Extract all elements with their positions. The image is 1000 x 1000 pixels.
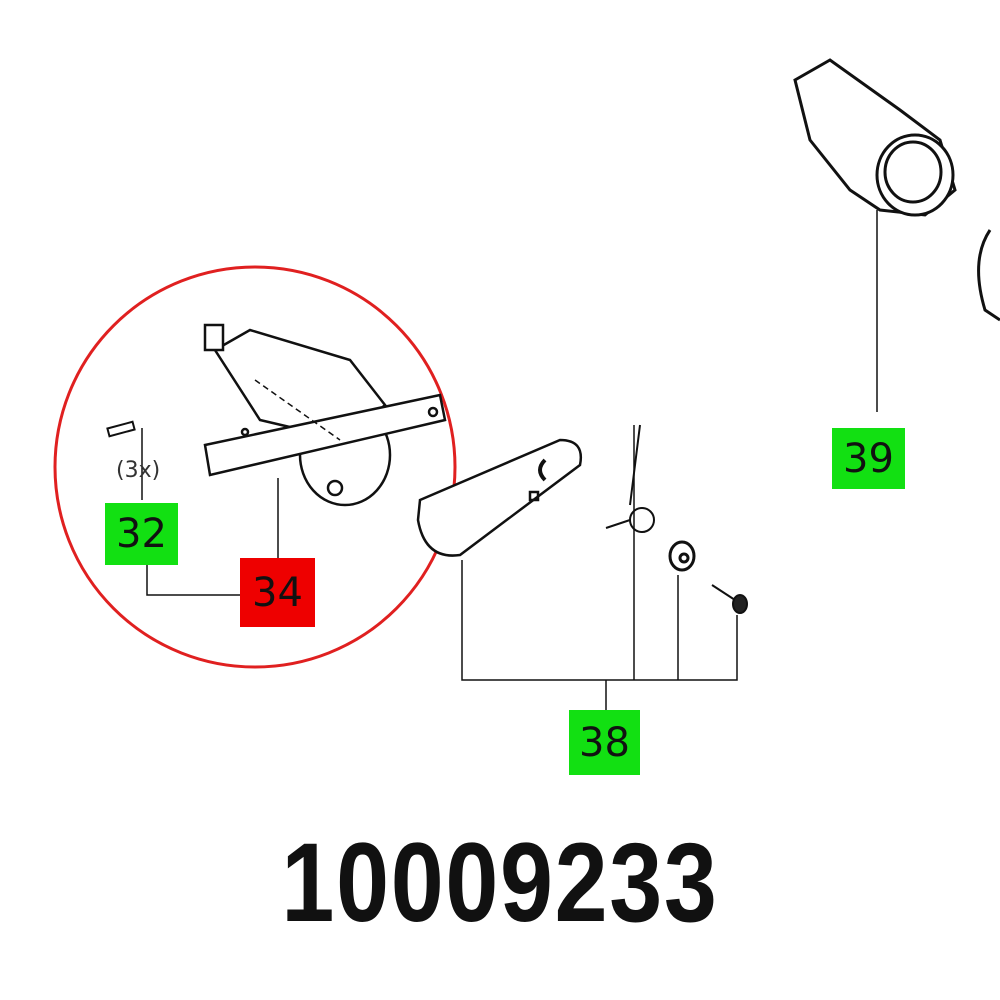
part-label-39[interactable]: 39 <box>832 428 905 489</box>
pin-part-32 <box>106 420 136 438</box>
part-label-32[interactable]: 32 <box>105 503 178 565</box>
quantity-note: (3x) <box>116 458 161 483</box>
part-label-34[interactable]: 34 <box>240 558 315 627</box>
part-number: 10009233 <box>281 820 719 945</box>
screw-part-38 <box>711 584 748 614</box>
bushing-part-38 <box>668 540 696 572</box>
plate-part-38 <box>416 438 583 557</box>
leader-lines <box>141 210 878 710</box>
highlight-circle <box>53 265 457 669</box>
spring-part-38 <box>605 424 655 533</box>
blade-guard-assembly-part-34 <box>203 323 447 507</box>
part-label-38[interactable]: 38 <box>569 710 640 775</box>
nozzle-part-39 <box>793 58 1000 322</box>
